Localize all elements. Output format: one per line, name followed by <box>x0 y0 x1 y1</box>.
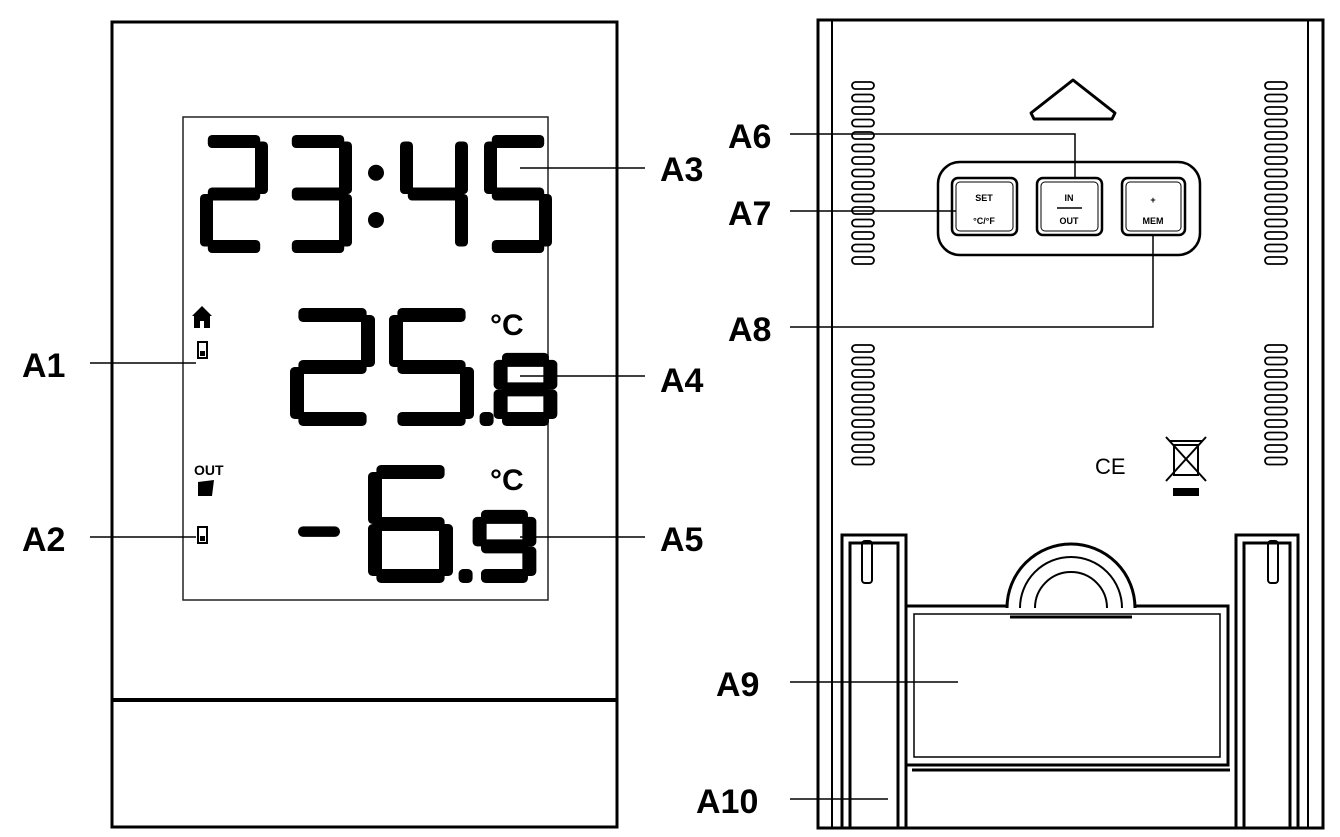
mem-button-bottom-label: MEM <box>1143 216 1164 226</box>
callout-a5: A5 <box>660 521 703 559</box>
in-out-button-top-label: IN <box>1065 193 1074 203</box>
front-view: °C °C OUT A1 A2 A3 A4 A5 <box>22 20 704 829</box>
house-icon <box>192 306 212 328</box>
set-button-top-label: SET <box>975 193 993 203</box>
back-view: SET °C/°F IN OUT + MEM CE <box>696 18 1325 830</box>
callout-a3: A3 <box>660 151 703 189</box>
outdoor-temp-readout <box>298 465 537 583</box>
callout-a7: A7 <box>728 195 771 233</box>
ventilation-slots <box>851 81 1288 466</box>
time-readout <box>200 135 552 253</box>
callout-a6: A6 <box>728 118 771 156</box>
set-unit-button[interactable]: SET °C/°F <box>950 176 1019 237</box>
callout-a2: A2 <box>22 521 65 559</box>
ce-mark: CE <box>1095 454 1126 479</box>
callout-a9: A9 <box>716 666 759 704</box>
in-out-button-bottom-label: OUT <box>1060 216 1080 226</box>
indoor-battery-icon <box>197 341 208 359</box>
weee-bin-icon <box>1165 436 1207 496</box>
in-out-button[interactable]: IN OUT <box>1035 176 1104 237</box>
callout-a8: A8 <box>728 311 771 349</box>
plus-button-top-label: + <box>1150 195 1155 205</box>
callout-a1: A1 <box>22 347 65 385</box>
outdoor-label: OUT <box>194 462 224 478</box>
callout-a4: A4 <box>660 362 704 400</box>
plus-mem-button[interactable]: + MEM <box>1120 176 1187 237</box>
outdoor-battery-icon <box>197 526 208 544</box>
battery-compartment <box>904 542 1230 772</box>
callout-a10: A10 <box>696 783 758 821</box>
indoor-temp-readout <box>290 308 558 426</box>
outdoor-temp-unit: °C <box>490 464 524 497</box>
up-arrow-icon <box>1029 78 1117 121</box>
outdoor-sensor-icon <box>198 480 214 496</box>
set-button-bottom-label: °C/°F <box>973 216 995 226</box>
indoor-temp-unit: °C <box>490 309 524 342</box>
